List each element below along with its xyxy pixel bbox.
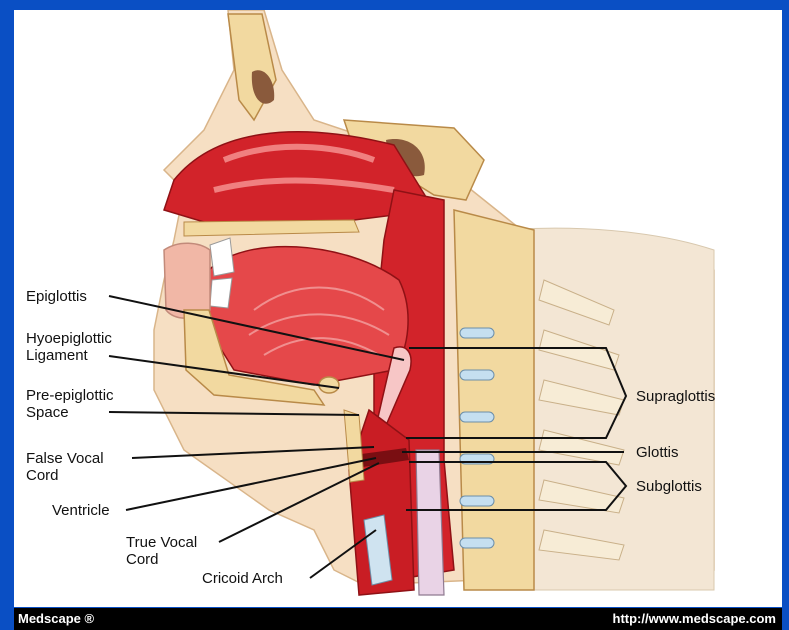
label-false-vocal-1: False Vocal [26, 450, 104, 467]
label-false-vocal-2: Cord [26, 467, 59, 484]
vertebral-disc-2 [460, 370, 494, 380]
label-hyoepiglottic-2: Ligament [26, 347, 89, 364]
esophagus [416, 450, 444, 595]
footer-url[interactable]: http://www.medscape.com [613, 611, 777, 626]
label-cricoid-arch: Cricoid Arch [202, 570, 283, 587]
footer-brand: Medscape ® [18, 611, 94, 626]
footer-bar: Medscape ® http://www.medscape.com [14, 608, 782, 630]
label-ventricle: Ventricle [52, 502, 110, 519]
label-preepiglottic-2: Space [26, 404, 69, 421]
label-subglottis: Subglottis [636, 478, 702, 495]
upper-teeth [210, 238, 234, 276]
label-true-vocal-1: True Vocal [126, 534, 197, 551]
tongue [209, 247, 408, 385]
cervical-spine [454, 210, 534, 590]
vertebral-disc-1 [460, 328, 494, 338]
vertebral-disc-6 [460, 538, 494, 548]
label-true-vocal-2: Cord [126, 551, 159, 568]
label-hyoepiglottic-1: Hyoepiglottic [26, 330, 112, 347]
label-epiglottis: Epiglottis [26, 288, 87, 305]
lips [164, 243, 210, 318]
label-supraglottis: Supraglottis [636, 388, 715, 405]
vertebral-disc-5 [460, 496, 494, 506]
larynx-sagittal-diagram: Epiglottis Hyoepiglottic Ligament Pre-ep… [14, 10, 782, 607]
lower-teeth [210, 278, 232, 308]
anatomy-panel: Epiglottis Hyoepiglottic Ligament Pre-ep… [14, 10, 782, 607]
label-preepiglottic-1: Pre-epiglottic [26, 387, 114, 404]
vertebral-disc-3 [460, 412, 494, 422]
label-glottis: Glottis [636, 444, 679, 461]
